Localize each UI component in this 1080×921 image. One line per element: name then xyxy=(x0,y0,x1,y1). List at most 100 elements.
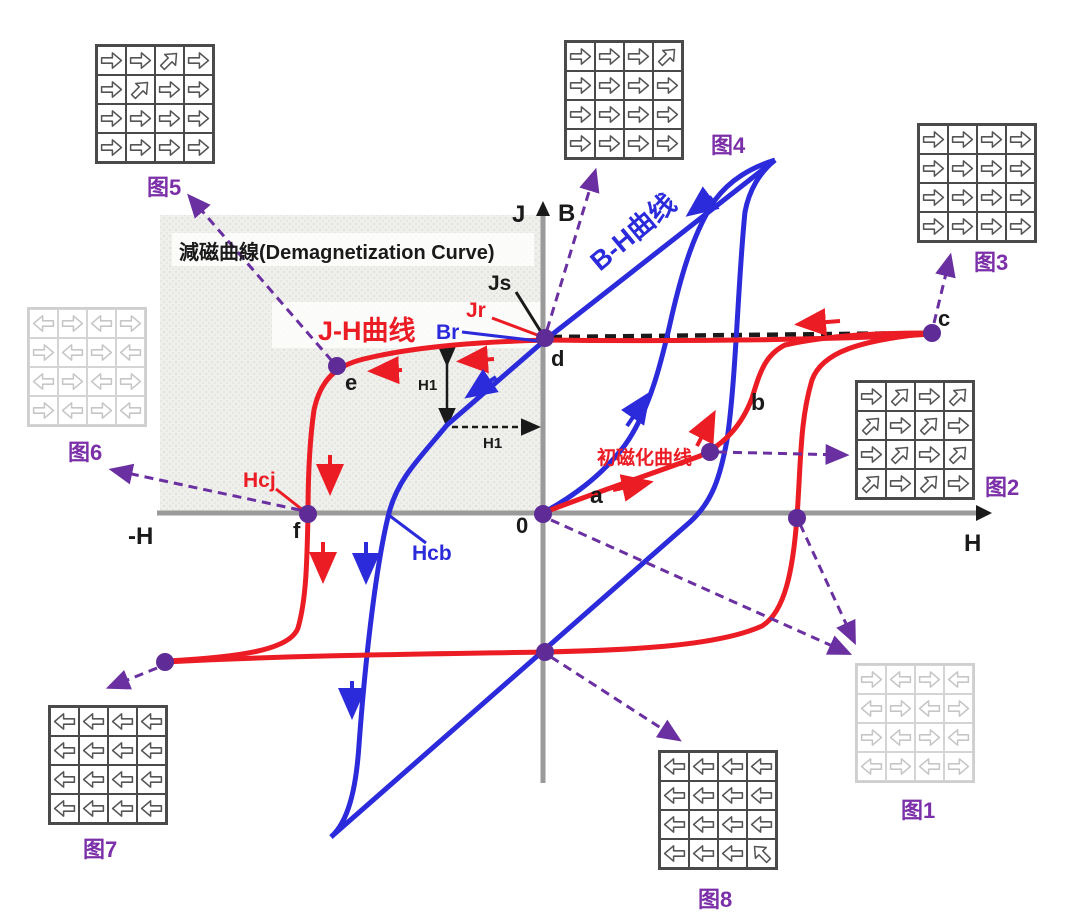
domain-arrow-cell xyxy=(660,752,689,781)
domain-arrow-icon xyxy=(947,671,970,688)
domain-arrow-cell xyxy=(689,839,718,868)
domain-arrow-icon xyxy=(889,700,912,717)
domain-arrow-icon xyxy=(860,671,883,688)
point-e-label: e xyxy=(345,370,357,395)
domain-arrow-icon xyxy=(140,742,163,759)
domain-arrow-icon xyxy=(158,139,181,156)
domain-arrow-cell xyxy=(79,765,108,794)
domain-arrow-cell xyxy=(155,104,184,133)
domain-arrow-cell xyxy=(886,665,915,694)
domain-arrow-cell xyxy=(108,707,137,736)
domain-arrow-icon xyxy=(140,800,163,817)
demagnetization-title: 減磁曲線(Demagnetization Curve) xyxy=(179,240,495,264)
dot-right-crossing xyxy=(788,509,806,527)
domain-arrow-icon xyxy=(61,344,84,361)
domain-arrow-icon xyxy=(569,106,592,123)
domain-arrow-icon xyxy=(130,81,149,100)
domain-arrow-icon xyxy=(951,189,974,206)
domain-arrow-cell xyxy=(137,736,166,765)
domain-arrow-cell xyxy=(184,133,213,162)
domain-arrow-icon xyxy=(656,135,679,152)
domain-arrow-icon xyxy=(1009,189,1032,206)
connector-to-fig7 xyxy=(105,666,158,690)
domain-arrow-cell xyxy=(87,338,116,367)
domain-arrow-cell xyxy=(718,839,747,868)
figure-label-图4: 图4 xyxy=(711,133,746,158)
domain-arrow-cell xyxy=(1006,154,1035,183)
domain-arrow-cell xyxy=(116,396,145,425)
domain-arrow-icon xyxy=(753,845,772,864)
domain-arrow-icon xyxy=(82,713,105,730)
domain-arrow-cell xyxy=(108,765,137,794)
domain-arrow-icon xyxy=(889,671,912,688)
domain-arrow-cell xyxy=(915,723,944,752)
h-axis-label: H xyxy=(964,530,981,557)
domain-arrow-cell xyxy=(944,382,973,411)
figure-label-图3: 图3 xyxy=(974,250,1009,275)
figure-label-图6: 图6 xyxy=(68,440,103,465)
h-axis-arrowhead xyxy=(976,505,992,521)
figure-label-图5: 图5 xyxy=(147,175,182,200)
domain-arrow-icon xyxy=(187,139,210,156)
domain-arrow-cell xyxy=(915,469,944,498)
domain-arrow-cell xyxy=(886,752,915,781)
domain-arrow-cell xyxy=(886,694,915,723)
domain-arrow-cell xyxy=(653,71,682,100)
domain-arrow-icon xyxy=(750,787,773,804)
origin-label: 0 xyxy=(516,513,528,538)
domain-arrow-cell xyxy=(718,752,747,781)
red-flow-arrow xyxy=(612,474,654,502)
domain-arrow-icon xyxy=(947,758,970,775)
domain-arrow-cell xyxy=(624,129,653,158)
domain-arrow-icon xyxy=(951,131,974,148)
domain-arrow-cell xyxy=(595,42,624,71)
domain-arrow-icon xyxy=(889,417,912,434)
b-axis-label: B xyxy=(558,200,575,227)
js-leader-line xyxy=(514,291,543,333)
domain-arrow-icon xyxy=(598,106,621,123)
domain-arrow-icon xyxy=(158,81,181,98)
figure-connector-group xyxy=(105,167,956,742)
domain-arrow-cell xyxy=(857,723,886,752)
connector-origin-to-fig1 xyxy=(550,518,853,655)
domain-arrow-icon xyxy=(860,729,883,746)
domain-arrow-icon xyxy=(721,758,744,775)
domain-arrow-cell xyxy=(653,100,682,129)
domain-arrow-icon xyxy=(951,218,974,235)
domain-arrow-icon xyxy=(82,800,105,817)
domain-arrow-cell xyxy=(58,338,87,367)
domain-arrow-icon xyxy=(111,713,134,730)
connector-f-to-fig6 xyxy=(108,463,301,512)
domain-arrow-icon xyxy=(53,800,76,817)
domain-arrow-icon xyxy=(61,315,84,332)
domain-arrow-icon xyxy=(129,110,152,127)
domain-grid-图4 xyxy=(564,40,684,160)
domain-arrow-icon xyxy=(692,758,715,775)
domain-arrow-cell xyxy=(87,309,116,338)
jh-curve-label: J-H曲线 xyxy=(318,316,416,346)
domain-arrow-icon xyxy=(980,160,1003,177)
domain-arrow-icon xyxy=(598,135,621,152)
domain-arrow-icon xyxy=(889,475,912,492)
point-f-label: f xyxy=(293,518,301,543)
js-label: Js xyxy=(488,272,511,295)
domain-arrow-cell xyxy=(689,752,718,781)
domain-arrow-cell xyxy=(886,382,915,411)
domain-arrow-cell xyxy=(919,212,948,241)
domain-arrow-cell xyxy=(919,183,948,212)
blue-flow-arrow xyxy=(685,186,720,217)
domain-arrow-cell xyxy=(58,309,87,338)
domain-arrow-icon xyxy=(90,344,113,361)
domain-arrow-icon xyxy=(100,139,123,156)
domain-grid-图1 xyxy=(855,663,975,783)
domain-arrow-icon xyxy=(90,402,113,419)
dot-point-d xyxy=(536,329,554,347)
point-c-label: c xyxy=(938,306,950,331)
domain-arrow-cell xyxy=(97,46,126,75)
domain-arrow-icon xyxy=(100,110,123,127)
domain-arrow-icon xyxy=(861,417,880,436)
domain-arrow-icon xyxy=(1009,160,1032,177)
domain-arrow-icon xyxy=(61,402,84,419)
